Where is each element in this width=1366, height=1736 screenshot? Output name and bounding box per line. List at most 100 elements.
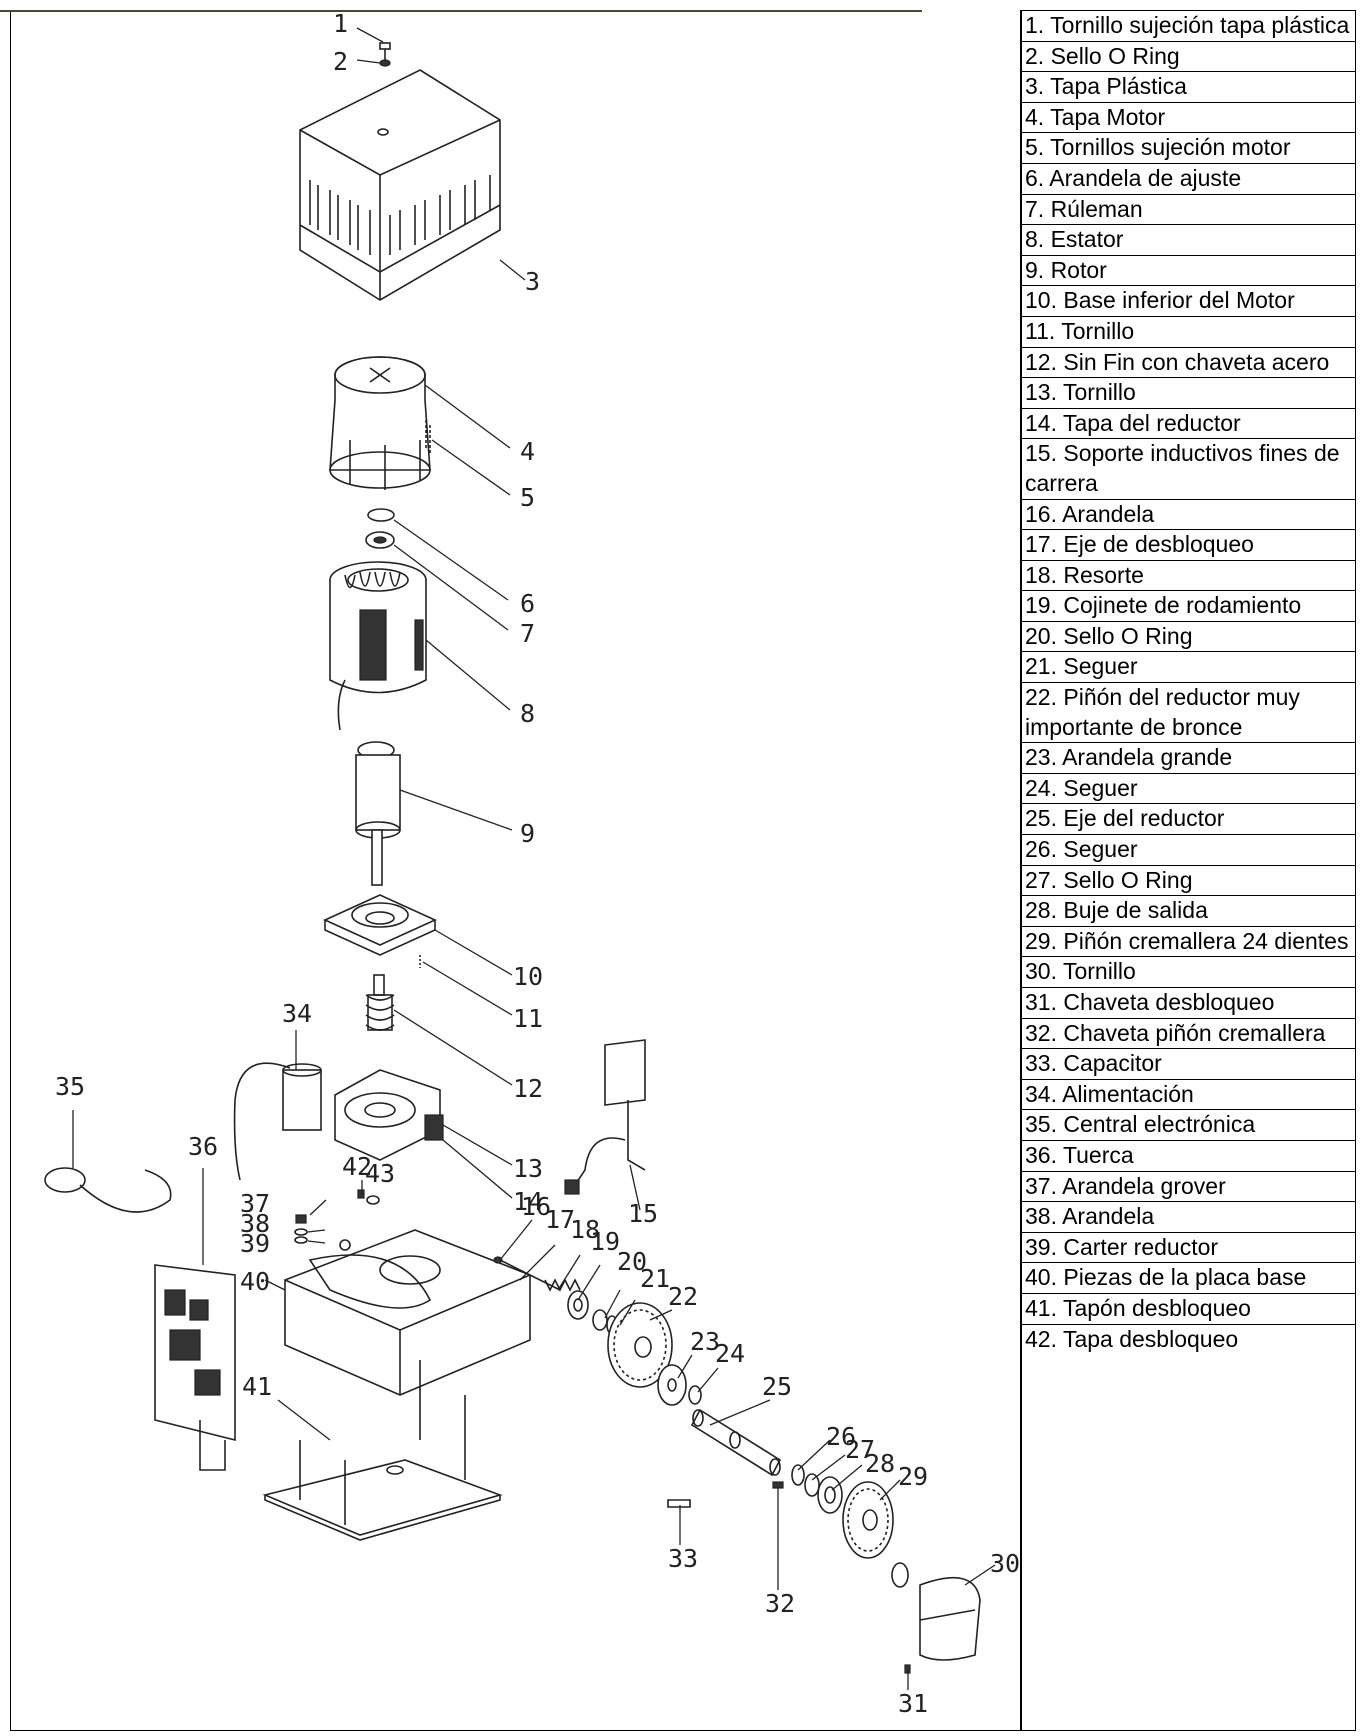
legend-item: 1. Tornillo sujeción tapa plástica: [1022, 11, 1355, 42]
part-gearbox-housing: [284, 1229, 531, 1396]
part-small-nuts: [294, 1189, 380, 1244]
legend-item: 8. Estator: [1022, 225, 1355, 256]
legend-item: 30. Tornillo: [1022, 957, 1355, 988]
part-rack-pinion: [842, 1481, 894, 1559]
legend-item: 31. Chaveta desbloqueo: [1022, 988, 1355, 1019]
callout-15: 15: [628, 1199, 658, 1228]
callout-6: 6: [520, 589, 535, 618]
legend-item: 29. Piñón cremallera 24 dientes: [1022, 927, 1355, 958]
callout-8: 8: [520, 699, 535, 728]
legend-item: 39. Carter reductor: [1022, 1233, 1355, 1264]
legend-item: 17. Eje de desbloqueo: [1022, 530, 1355, 561]
legend-item: 40. Piezas de la placa base: [1022, 1263, 1355, 1294]
legend-item: 27. Sello O Ring: [1022, 866, 1355, 897]
callout-34: 34: [282, 999, 312, 1028]
part-bearing: [365, 531, 395, 549]
callout-16: 16: [521, 1192, 551, 1221]
callout-28: 28: [865, 1449, 895, 1478]
callout-36: 36: [188, 1132, 218, 1161]
callout-23: 23: [690, 1327, 720, 1356]
part-motor-screws: [425, 420, 431, 455]
callout-12: 12: [513, 1074, 543, 1103]
diagram-panel: [10, 10, 1021, 1731]
legend-item: 11. Tornillo: [1022, 317, 1355, 348]
legend-item: 15. Soporte inductivos fines de carrera: [1022, 439, 1355, 500]
part-output-rings: [791, 1464, 843, 1514]
callout-9: 9: [520, 819, 535, 848]
callout-13: 13: [513, 1154, 543, 1183]
callout-20: 20: [617, 1247, 647, 1276]
callout-37: 37: [240, 1189, 270, 1218]
callout-4: 4: [520, 437, 535, 466]
callout-25: 25: [762, 1372, 792, 1401]
callout-42: 42: [342, 1152, 372, 1181]
legend-item: 20. Sello O Ring: [1022, 622, 1355, 653]
legend-item: 13. Tornillo: [1022, 378, 1355, 409]
part-pinion-key: [772, 1481, 784, 1489]
callout-21: 21: [640, 1264, 670, 1293]
legend-item: 9. Rotor: [1022, 256, 1355, 287]
leader-lines: [72, 27, 996, 1690]
callout-24: 24: [715, 1339, 745, 1368]
callout-35: 35: [55, 1072, 85, 1101]
part-release-key: [667, 1499, 691, 1508]
legend-item: 21. Seguer: [1022, 652, 1355, 684]
callout-31: 31: [898, 1689, 928, 1718]
legend-item: 23. Arandela grande: [1022, 743, 1355, 774]
legend-item: 16. Arandela: [1022, 500, 1355, 531]
callout-7: 7: [520, 619, 535, 648]
part-rotor: [355, 741, 401, 886]
callout-3: 3: [525, 267, 540, 296]
callout-39: 39: [240, 1229, 270, 1258]
legend-item: 32. Chaveta piñón cremallera: [1022, 1019, 1355, 1050]
legend-item: 10. Base inferior del Motor: [1022, 286, 1355, 317]
part-control-board: [154, 1264, 236, 1471]
legend-item: 37. Arandela grover: [1022, 1172, 1355, 1203]
legend-item: 25. Eje del reductor: [1022, 804, 1355, 836]
part-worm-screw: [365, 974, 395, 1031]
callout-5: 5: [520, 483, 535, 512]
legend-item: 24. Seguer: [1022, 774, 1355, 805]
part-washer: [367, 508, 395, 522]
part-large-washer: [657, 1364, 687, 1406]
callout-14: 14: [513, 1187, 543, 1216]
callout-labels: 1 2 3 4 5 6 7 8 9 10 11 12 13 14 15 16 1…: [55, 9, 1020, 1718]
callout-11: 11: [513, 1004, 543, 1033]
callout-19: 19: [590, 1227, 620, 1256]
part-plastic-cover: [299, 69, 501, 301]
part-bearing-bush: [567, 1290, 618, 1335]
callout-1: 1: [333, 9, 348, 38]
callout-33: 33: [668, 1544, 698, 1573]
part-stator: [329, 561, 427, 731]
legend-item: 19. Cojinete de rodamiento: [1022, 591, 1355, 622]
legend-item: 14. Tapa del reductor: [1022, 409, 1355, 440]
part-capacitor-lead: [233, 1062, 322, 1181]
callout-32: 32: [765, 1589, 795, 1618]
callout-17: 17: [545, 1205, 575, 1234]
legend-item: 34. Alimentación: [1022, 1080, 1355, 1111]
legend-item: 3. Tapa Plástica: [1022, 72, 1355, 103]
callout-27: 27: [845, 1435, 875, 1464]
part-release-cover: [891, 1562, 981, 1674]
part-output-shaft: [690, 1408, 782, 1477]
callout-40: 40: [240, 1267, 270, 1296]
callout-29: 29: [898, 1462, 928, 1491]
callout-18: 18: [570, 1215, 600, 1244]
legend-item: 36. Tuerca: [1022, 1141, 1355, 1172]
part-power-cable: [44, 1167, 172, 1213]
legend-item: 38. Arandela: [1022, 1202, 1355, 1233]
legend-item: 7. Rúleman: [1022, 195, 1355, 226]
callout-26: 26: [826, 1422, 856, 1451]
callout-41: 41: [242, 1372, 272, 1401]
legend-item: 33. Capacitor: [1022, 1049, 1355, 1080]
legend-item: 22. Piñón del reductor muy importante de…: [1022, 683, 1355, 744]
part-gearbox-cover: [334, 1069, 444, 1161]
part-circlip: [688, 1385, 702, 1405]
legend-item: 42. Tapa desbloqueo: [1025, 1325, 1239, 1352]
callout-43: 43: [365, 1159, 395, 1188]
callout-22: 22: [668, 1282, 698, 1311]
part-screw-cover: [379, 42, 391, 67]
legend-item: 28. Buje de salida: [1022, 896, 1355, 927]
